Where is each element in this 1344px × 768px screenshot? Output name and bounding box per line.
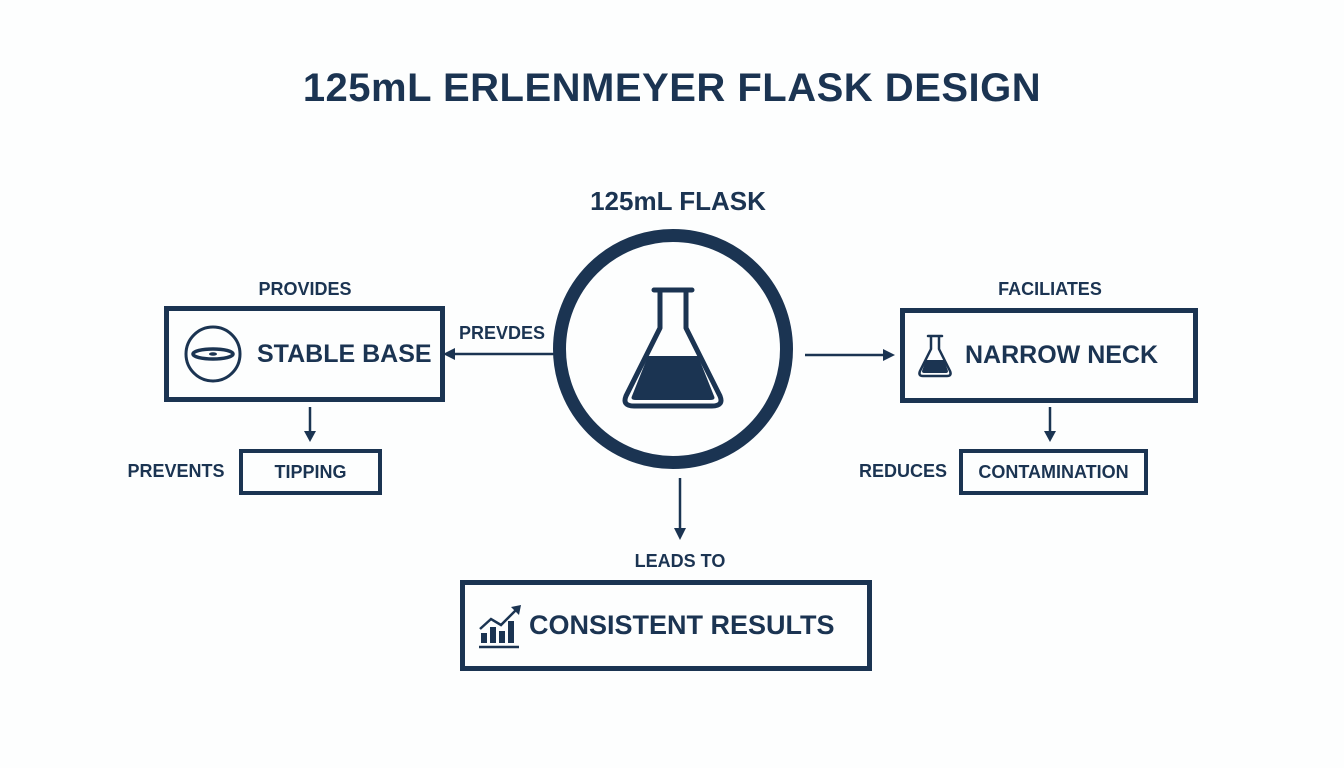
stable-base-box: STABLE BASE [164, 306, 445, 402]
center-node-label: 125mL FLASK [590, 186, 766, 216]
leads-to-label: LEADS TO [634, 551, 726, 571]
consistent-results-label: CONSISTENT RESULTS [529, 610, 835, 640]
diagram-title: 125mL ERLENMEYER FLASK DESIGN [302, 66, 1042, 110]
left-top-label: PROVIDES [258, 279, 352, 299]
erlenmeyer-flask-icon [618, 284, 728, 414]
right-arrow [805, 349, 895, 361]
narrow-neck-down-arrow [1044, 407, 1056, 442]
stable-base-icon [183, 324, 243, 384]
stable-base-label: STABLE BASE [257, 339, 432, 368]
prevents-label: PREVENTS [127, 461, 225, 481]
left-arrow-label: PREVDES [458, 323, 546, 343]
contamination-box: CONTAMINATION [959, 449, 1148, 495]
flask-icon [917, 333, 953, 379]
consistent-results-box: CONSISTENT RESULTS [460, 580, 872, 671]
right-top-label: FACILIATES [998, 279, 1102, 299]
growth-chart-icon [477, 603, 523, 649]
stable-base-down-arrow [304, 407, 316, 442]
narrow-neck-label: NARROW NECK [965, 341, 1159, 369]
center-node-circle [553, 229, 793, 469]
narrow-neck-box: NARROW NECK [900, 308, 1198, 403]
reduces-label: REDUCES [858, 461, 947, 481]
left-arrow [443, 348, 558, 360]
tipping-box: TIPPING [239, 449, 382, 495]
bottom-arrow [674, 478, 686, 540]
